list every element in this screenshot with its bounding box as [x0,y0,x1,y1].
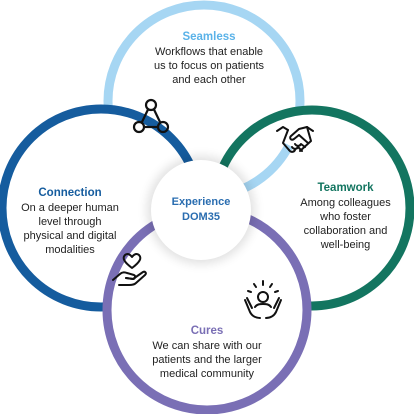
connection-block: Connection On a deeper human level throu… [10,186,130,257]
connection-line-4: modalities [45,244,95,256]
center-line-1: Experience [171,196,231,208]
heart-in-hand-icon [112,252,147,286]
cures-line-2: patients and the larger [152,354,262,366]
center-line-2: DOM35 [182,211,220,223]
seamless-title: Seamless [182,31,236,43]
cures-line-3: medical community [159,368,255,380]
connection-line-3: physical and digital [23,230,117,242]
teamwork-block: Teamwork Among colleagues who foster col… [288,181,403,252]
raised-arms-icon [244,280,282,319]
teamwork-line-1: Among colleagues [300,197,391,209]
seamless-block: Seamless Workflows that enable us to foc… [134,30,284,87]
seamless-line-2: us to focus on patients [153,60,265,72]
network-icon [132,98,170,134]
teamwork-line-3: collaboration and [303,225,388,237]
cures-line-1: We can share with our [152,340,262,352]
connection-line-1: On a deeper human [21,202,119,214]
teamwork-title: Teamwork [317,182,374,194]
connection-title: Connection [38,187,102,199]
seamless-line-1: Workflows that enable [154,46,264,58]
seamless-line-3: and each other [172,74,246,86]
handshake-icon [276,126,314,153]
cures-title: Cures [190,325,224,337]
teamwork-line-2: who foster [320,211,371,223]
center-hub: Experience DOM35 [151,160,251,260]
cures-block: Cures We can share with our patients and… [132,324,282,381]
teamwork-line-4: well-being [320,239,371,251]
connection-line-2: level through [38,216,102,228]
